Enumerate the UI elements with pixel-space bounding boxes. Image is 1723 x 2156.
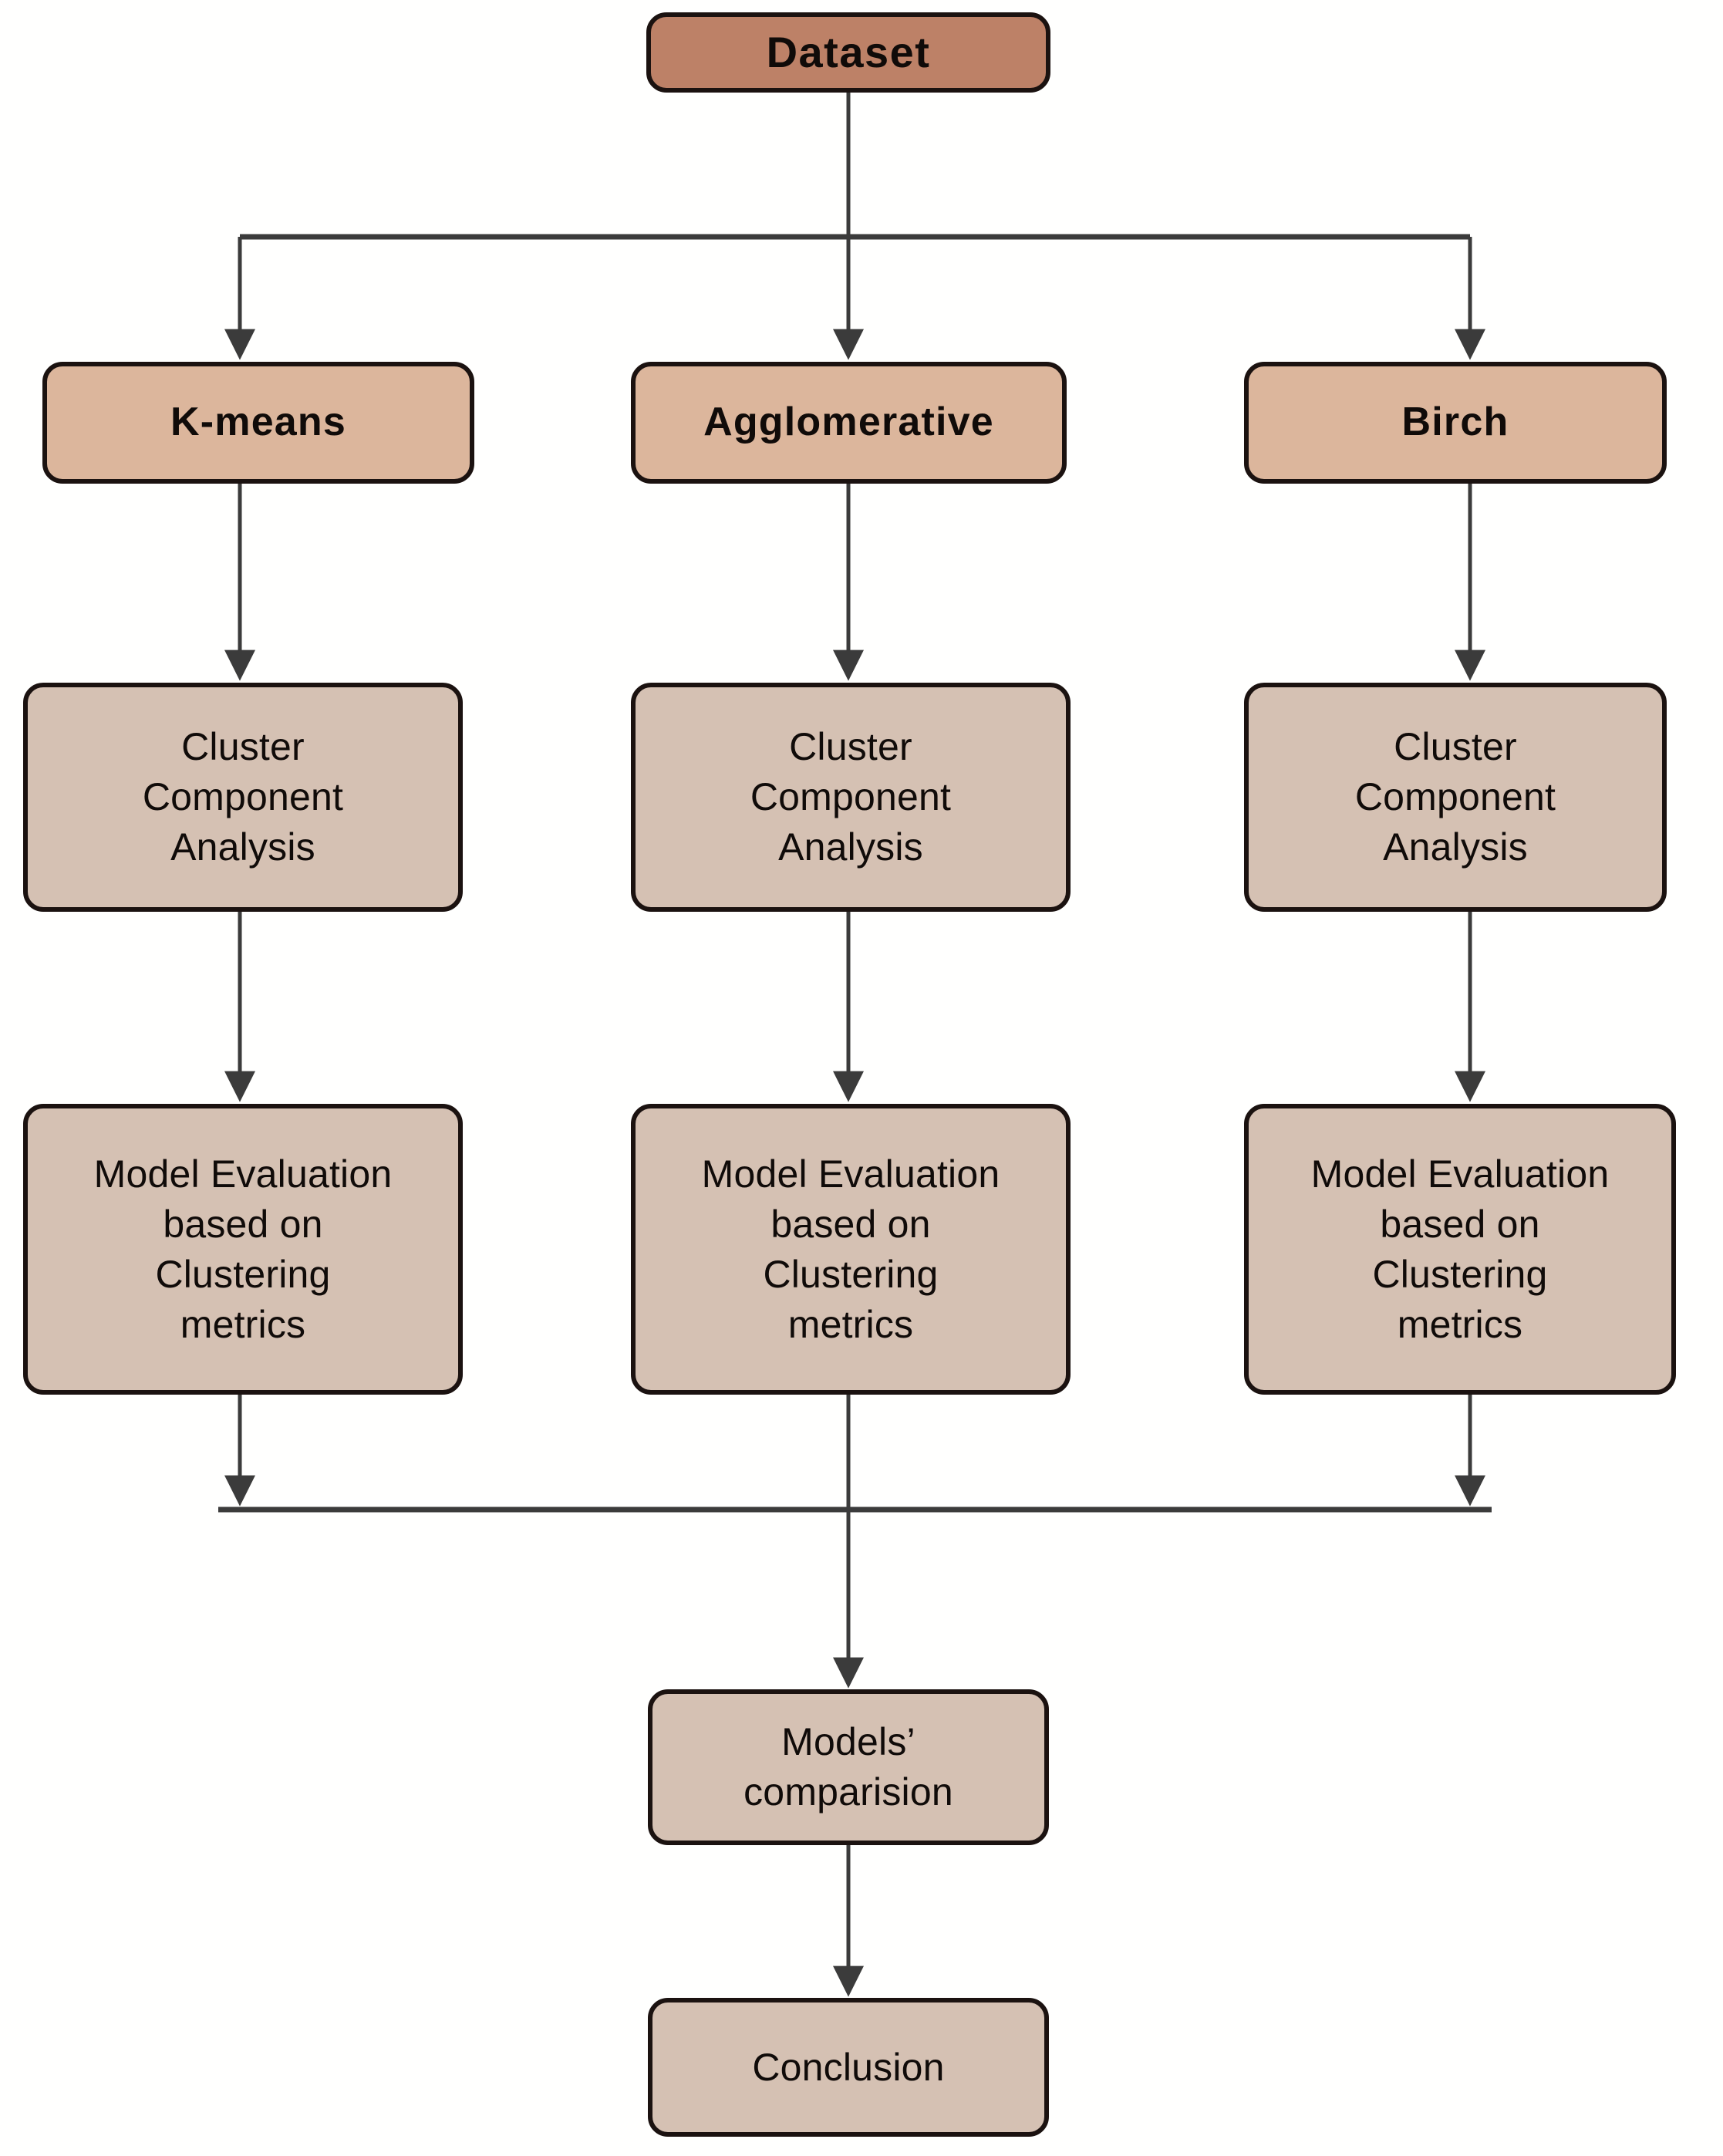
node-agglomerative[interactable]: Agglomerative <box>631 362 1067 484</box>
node-model-evaluation-agglomerative[interactable]: Model Evaluation based on Clustering met… <box>631 1104 1071 1395</box>
node-birch[interactable]: Birch <box>1244 362 1667 484</box>
node-kmeans[interactable]: K-means <box>42 362 474 484</box>
node-conclusion[interactable]: Conclusion <box>648 1998 1049 2137</box>
node-models-comparision[interactable]: Models’ comparision <box>648 1689 1049 1845</box>
node-cluster-component-analysis-birch[interactable]: Cluster Component Analysis <box>1244 683 1667 912</box>
node-cluster-component-analysis-agglomerative[interactable]: Cluster Component Analysis <box>631 683 1071 912</box>
node-model-evaluation-kmeans[interactable]: Model Evaluation based on Clustering met… <box>23 1104 463 1395</box>
node-dataset[interactable]: Dataset <box>646 12 1050 93</box>
node-model-evaluation-birch[interactable]: Model Evaluation based on Clustering met… <box>1244 1104 1676 1395</box>
node-cluster-component-analysis-kmeans[interactable]: Cluster Component Analysis <box>23 683 463 912</box>
